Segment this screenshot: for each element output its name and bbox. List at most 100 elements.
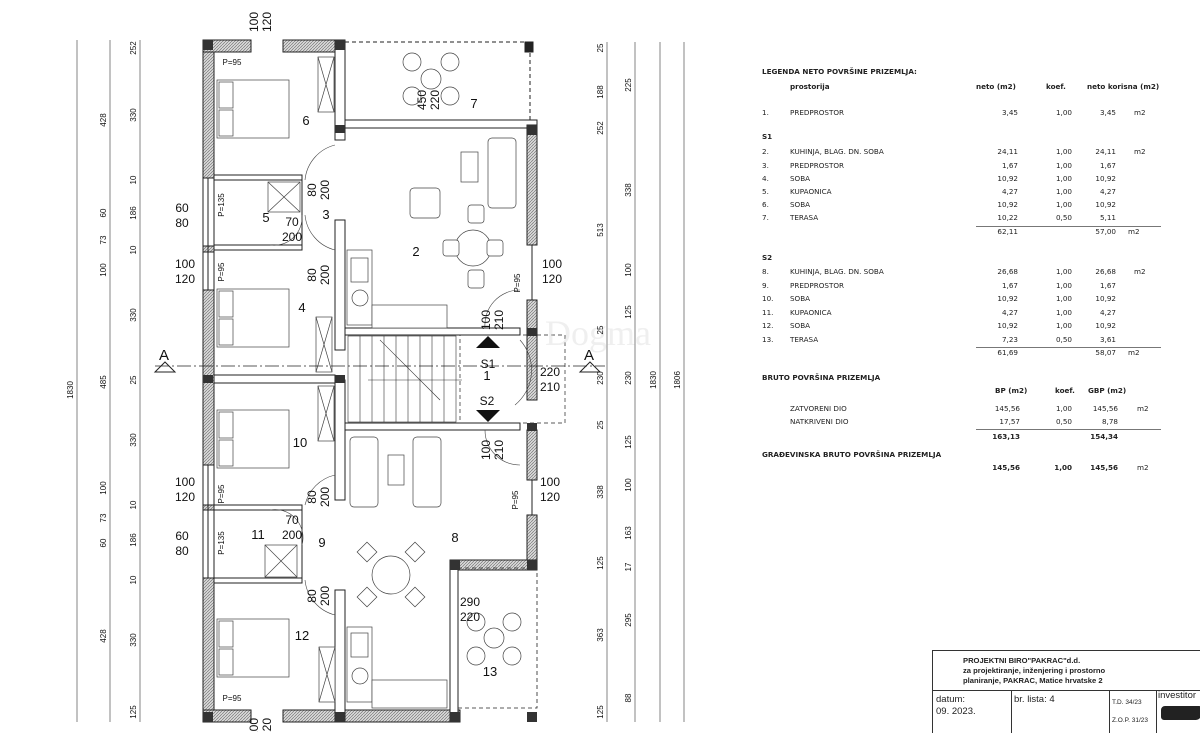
firm-desc-1: za projektiranje, inženjering i prostorn… — [963, 666, 1106, 675]
row-neto: 10,92 — [997, 174, 1018, 183]
row-unit: m2 — [1134, 108, 1146, 117]
section-marker-left: A — [159, 347, 169, 364]
sill-height: P=95 — [217, 484, 226, 503]
header-bp: BP (m2) — [995, 386, 1028, 395]
dimension-label: 73 — [99, 513, 108, 522]
title-block: PROJEKTNI BIRO"PAKRAC"d.d. za projektira… — [932, 650, 1200, 733]
opening-width: 100 — [479, 440, 493, 460]
row-number: 10. — [762, 294, 774, 303]
opening-width: 80 — [305, 589, 319, 603]
dimension-label: 186 — [129, 206, 138, 220]
dimension-label: 125 — [129, 705, 138, 719]
redacted-investor — [1161, 706, 1200, 720]
bruto-row-koef: 0,50 — [1055, 417, 1072, 426]
header-neto: neto (m2) — [976, 82, 1016, 91]
row-name: PREDPROSTOR — [790, 281, 844, 290]
dimension-label: 330 — [129, 308, 138, 322]
total-neto: 62,11 — [997, 227, 1018, 236]
dimension-label: 163 — [624, 526, 633, 540]
investitor-label: investitor — [1158, 690, 1197, 701]
opening-height: 220 — [428, 90, 442, 110]
gbp-koef: 1,00 — [1054, 463, 1072, 472]
room-number: 12 — [295, 628, 309, 643]
total-unit: m2 — [1128, 227, 1140, 236]
dimension-label: 100 — [99, 263, 108, 277]
plan-labels: 12345678910111213S1S21830428607310048510… — [66, 12, 682, 732]
row-neto: 3,45 — [1001, 108, 1018, 117]
stair-label: S1 — [481, 357, 496, 371]
opening-height: 210 — [540, 380, 560, 394]
room-number: 4 — [298, 300, 305, 315]
gbp-bp: 145,56 — [992, 463, 1020, 472]
row-neto: 26,68 — [997, 267, 1018, 276]
sill-height: P=95 — [223, 694, 242, 703]
dimension-label: 100 — [99, 481, 108, 495]
total-unit: m2 — [1128, 348, 1140, 357]
bruto-row-bp: 17,57 — [999, 417, 1020, 426]
divider — [1109, 690, 1110, 733]
room-number: 3 — [322, 207, 329, 222]
opening-height: 120 — [260, 718, 274, 732]
row-koef: 1,00 — [1055, 161, 1072, 170]
stairs — [347, 335, 462, 423]
dimension-label: 252 — [596, 121, 605, 135]
dimension-label: 186 — [129, 533, 138, 547]
row-number: 6. — [762, 200, 769, 209]
opening-height: 120 — [175, 490, 195, 504]
dimension-label: 125 — [596, 556, 605, 570]
firm-info: PROJEKTNI BIRO"PAKRAC"d.d. za projektira… — [963, 656, 1105, 686]
row-korisna: 4,27 — [1099, 308, 1116, 317]
dimension-label: 88 — [624, 693, 633, 702]
bruto-row-gbp: 8,78 — [1101, 417, 1118, 426]
dimension-label: 330 — [129, 633, 138, 647]
dimension-label: 338 — [624, 183, 633, 197]
row-number: 7. — [762, 213, 769, 222]
row-name: KUHINJA, BLAG. DN. SOBA — [790, 147, 884, 156]
dimension-label: 295 — [624, 613, 633, 627]
row-name: PREDPROSTOR — [790, 161, 844, 170]
opening-height: 80 — [175, 544, 189, 558]
row-korisna: 24,11 — [1095, 147, 1116, 156]
legend-title: LEGENDA NETO POVRŠINE PRIZEMLJA: — [762, 67, 917, 76]
row-korisna: 3,61 — [1099, 335, 1116, 344]
dimension-label: 330 — [129, 433, 138, 447]
dimension-label: 1830 — [66, 381, 75, 399]
total-korisna: 58,07 — [1095, 348, 1116, 357]
dimension-label: 338 — [596, 485, 605, 499]
total-rule — [976, 226, 1161, 227]
opening-width: 60 — [175, 529, 189, 543]
opening-width: 100 — [247, 718, 261, 732]
opening-height: 210 — [492, 310, 506, 330]
opening-height: 210 — [492, 440, 506, 460]
row-koef: 1,00 — [1055, 281, 1072, 290]
opening-width: 80 — [305, 490, 319, 504]
row-korisna: 3,45 — [1099, 108, 1116, 117]
opening-width: 290 — [460, 595, 480, 609]
opening-height: 120 — [175, 272, 195, 286]
row-number: 1. — [762, 108, 769, 117]
zop-number: Z.O.P. 31/23 — [1112, 717, 1149, 724]
bruto-total-gbp: 154,34 — [1090, 432, 1118, 441]
bruto-total-bp: 163,13 — [992, 432, 1020, 441]
firm-desc-2: planiranje, PAKRAC, Matice hrvatske 2 — [963, 676, 1103, 685]
opening-width: 80 — [305, 183, 319, 197]
header-room: prostorija — [790, 82, 830, 91]
opening-height: 220 — [460, 610, 480, 624]
td-number: T.D. 34/23 — [1112, 699, 1142, 706]
row-koef: 1,00 — [1055, 321, 1072, 330]
opening-height: 120 — [542, 272, 562, 286]
dimension-label: 10 — [129, 245, 138, 254]
dimension-label: 100 — [624, 478, 633, 492]
opening-width: 100 — [175, 257, 195, 271]
doors — [269, 144, 532, 616]
opening-height: 200 — [282, 230, 302, 244]
dimension-label: 513 — [596, 223, 605, 237]
dimension-label: 225 — [624, 78, 633, 92]
dimension-label: 230 — [596, 371, 605, 385]
dimension-label: 60 — [99, 208, 108, 217]
row-number: 13. — [762, 335, 774, 344]
row-korisna: 1,67 — [1099, 161, 1116, 170]
row-koef: 1,00 — [1055, 174, 1072, 183]
room-number: 8 — [451, 530, 458, 545]
bruto-row-unit: m2 — [1137, 404, 1149, 413]
